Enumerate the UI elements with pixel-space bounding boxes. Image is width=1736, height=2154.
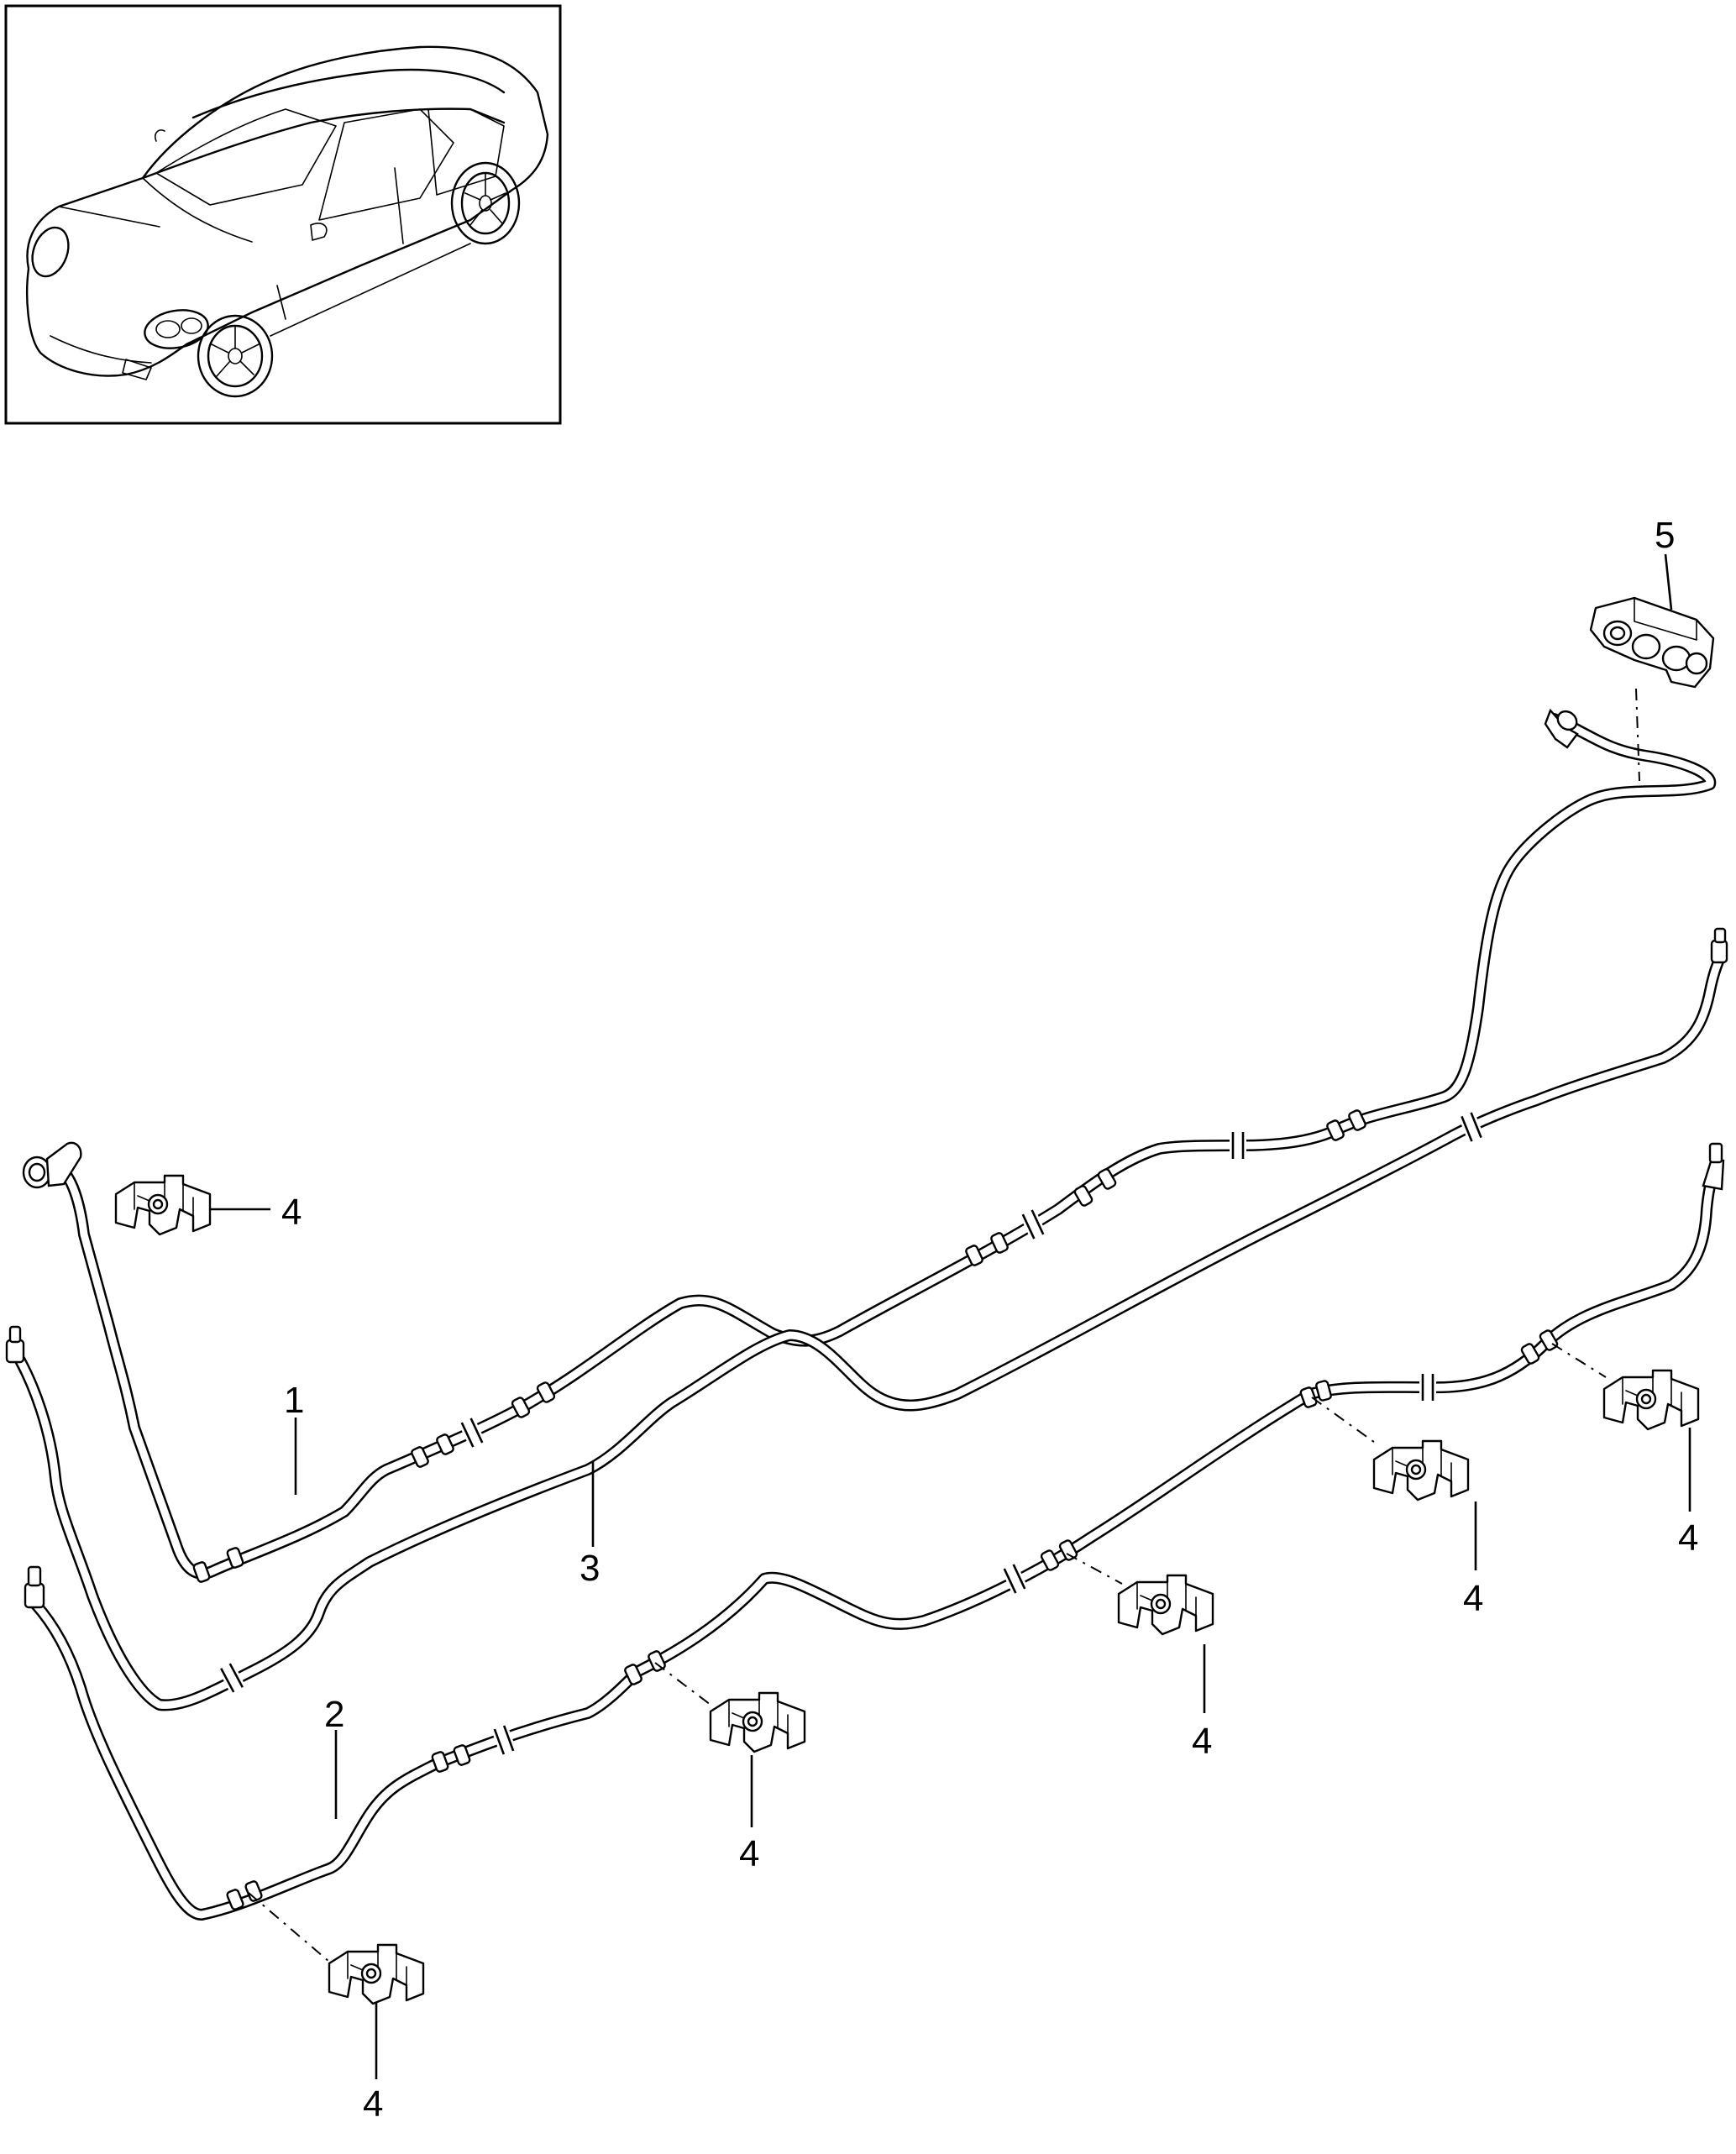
sedan-car-icon: [26, 45, 549, 398]
vehicle-thumbnail: [4, 4, 562, 425]
bracket-5: [1589, 596, 1715, 689]
leader-lines: [210, 553, 1691, 2079]
callouts: 4 1 3 2 4 4 4 4 4 5: [281, 515, 1698, 2125]
line-3-right-fitting: [1710, 927, 1728, 964]
callout-4-top: 4: [281, 1192, 302, 1233]
clip-4-lower-left: [328, 1943, 425, 2005]
callout-4-right: 4: [1678, 1517, 1698, 1559]
callout-4-mid-center: 4: [1192, 1721, 1212, 1762]
callout-5: 5: [1655, 515, 1675, 556]
callout-3: 3: [580, 1548, 600, 1589]
clip-4-mid-left: [709, 1691, 806, 1753]
brake-line-1: [22, 708, 1717, 1584]
callout-4-lower-left: 4: [363, 2083, 383, 2125]
line-1-right-fitting: [1544, 708, 1579, 749]
callout-2: 2: [324, 1694, 344, 1735]
brake-line-2: [24, 1142, 1725, 1921]
callout-1: 1: [284, 1380, 304, 1421]
clip-4-mid-right: [1372, 1439, 1470, 1502]
clip-4-mid-center: [1117, 1574, 1214, 1636]
callout-4-mid-left: 4: [739, 1833, 759, 1874]
line-1-left-fitting: [22, 1141, 82, 1189]
line-2-right-fitting: [1702, 1142, 1725, 1191]
callout-4-mid-right: 4: [1463, 1578, 1483, 1619]
brake-lines: [5, 708, 1728, 1921]
clip-4-right: [1602, 1369, 1700, 1431]
line-2-left-fitting: [24, 1565, 45, 1609]
brake-line-3: [5, 927, 1728, 1711]
assembly-lines: [248, 688, 1640, 1963]
line-3-left-fitting: [5, 1325, 25, 1364]
clip-4-top: [114, 1174, 212, 1236]
